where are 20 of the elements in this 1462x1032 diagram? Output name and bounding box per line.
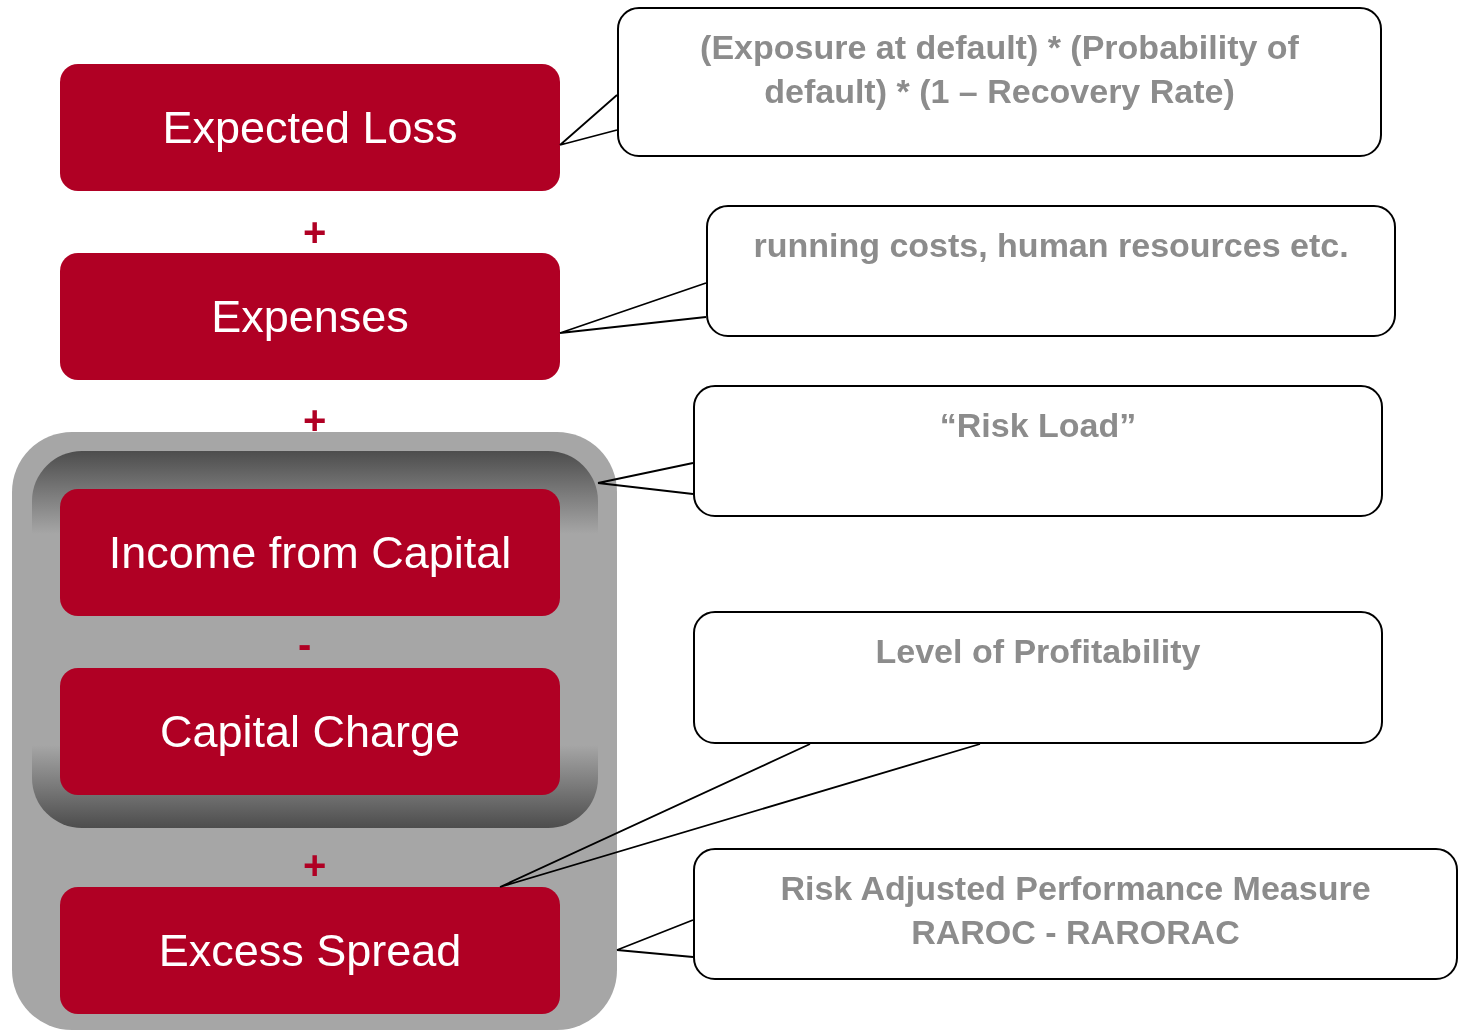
operator-sign: +	[303, 400, 327, 440]
callout-bubble: “Risk Load”	[693, 385, 1383, 517]
callout-bubble: (Exposure at default) * (Probability of default) * (1 – Recovery Rate)	[617, 7, 1382, 157]
callout-bubble: running costs, human resources etc.	[706, 205, 1396, 337]
leader-line	[559, 282, 707, 334]
leader-line	[559, 94, 618, 146]
operator-sign: +	[303, 845, 327, 885]
callout-bubble: Level of Profitability	[693, 611, 1383, 744]
component-box: Income from Capital	[60, 489, 560, 616]
callout-bubble: Risk Adjusted Performance Measure RAROC - RARORAC	[693, 848, 1458, 980]
leader-line	[597, 462, 694, 495]
leader-line	[499, 743, 981, 888]
operator-sign: +	[303, 212, 327, 252]
component-box: Expenses	[60, 253, 560, 380]
component-box: Expected Loss	[60, 64, 560, 191]
operator-sign: -	[298, 624, 312, 664]
component-box: Excess Spread	[60, 887, 560, 1014]
leader-line	[616, 919, 694, 958]
group-panel	[12, 432, 617, 1030]
component-box: Capital Charge	[60, 668, 560, 795]
